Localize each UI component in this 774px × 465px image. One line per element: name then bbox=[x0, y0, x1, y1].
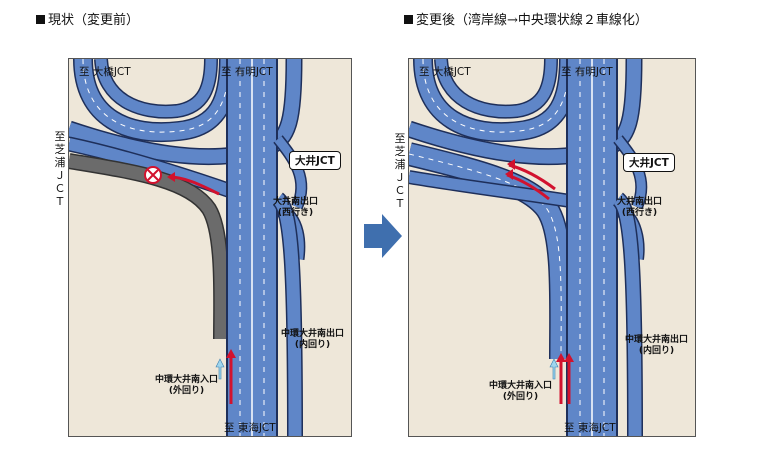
exit-inner-line2: (内回り) bbox=[294, 340, 331, 350]
exit-inner-line1: 中環大井南出口 bbox=[625, 335, 689, 345]
square-bullet-icon bbox=[404, 15, 413, 24]
loop-inner bbox=[435, 59, 557, 118]
road-map-after bbox=[409, 59, 648, 436]
panel-after: 至 大橋JCT 至 有明JCT 大井JCT 大井南出口 (西行き) 中環大井南出… bbox=[408, 58, 696, 437]
caption-before: 現状（変更前） bbox=[36, 9, 139, 28]
exit-inner-line1: 中環大井南出口 bbox=[281, 329, 345, 339]
jct-name-box: 大井JCT bbox=[623, 153, 675, 172]
label-exit-west: 大井南出口 (西行き) bbox=[617, 197, 662, 219]
label-to-daikyo: 至 大橋JCT bbox=[79, 66, 131, 78]
label-exit-inner: 中環大井南出口 (内回り) bbox=[281, 329, 344, 351]
label-to-shibaura-before: 至 芝 浦 Ｊ Ｃ Ｔ bbox=[54, 130, 66, 208]
label-to-shibaura-after: 至 芝 浦 Ｊ Ｃ Ｔ bbox=[394, 132, 406, 210]
right-arrow-icon bbox=[364, 214, 402, 258]
closed-ramp bbox=[69, 154, 228, 340]
square-bullet-icon bbox=[36, 15, 45, 24]
exit-inner-line2: (内回り) bbox=[638, 346, 675, 356]
exit-west-line1: 大井南出口 bbox=[273, 197, 319, 207]
caption-after: 変更後（湾岸線→中央環状線２車線化） bbox=[404, 9, 648, 28]
exit-ramp-right bbox=[613, 193, 642, 436]
panel-before: 至 大橋JCT 至 有明JCT 大井JCT 大井南出口 (西行き) 中環大井南出… bbox=[68, 58, 352, 437]
label-to-tokai: 至 東海JCT bbox=[224, 422, 276, 434]
entrance-line1: 中環大井南入口 bbox=[489, 381, 553, 391]
label-exit-inner: 中環大井南出口 (内回り) bbox=[625, 335, 688, 357]
road-map-before bbox=[69, 59, 308, 436]
loop-inner bbox=[95, 59, 217, 118]
entrance-arrow-icon bbox=[549, 358, 559, 380]
label-to-ariake: 至 有明JCT bbox=[221, 66, 273, 78]
caption-before-text: 現状（変更前） bbox=[48, 13, 140, 28]
label-to-tokai: 至 東海JCT bbox=[564, 422, 616, 434]
exit-west-line1: 大井南出口 bbox=[617, 197, 663, 207]
exit-ramp-right bbox=[273, 193, 302, 436]
entrance-line2: (外回り) bbox=[168, 386, 205, 396]
exit-west-line2: (西行き) bbox=[277, 208, 314, 218]
label-entrance: 中環大井南入口 (外回り) bbox=[155, 375, 218, 397]
label-entrance: 中環大井南入口 (外回り) bbox=[489, 381, 552, 403]
caption-after-text: 変更後（湾岸線→中央環状線２車線化） bbox=[416, 13, 648, 28]
exit-west-line2: (西行き) bbox=[621, 208, 658, 218]
label-to-ariake: 至 有明JCT bbox=[561, 66, 613, 78]
entrance-line1: 中環大井南入口 bbox=[155, 375, 219, 385]
jct-name-box: 大井JCT bbox=[289, 151, 341, 170]
label-exit-west: 大井南出口 (西行き) bbox=[273, 197, 318, 219]
entrance-arrow-icon bbox=[215, 358, 225, 380]
label-to-daikyo: 至 大橋JCT bbox=[419, 66, 471, 78]
entrance-line2: (外回り) bbox=[502, 392, 539, 402]
